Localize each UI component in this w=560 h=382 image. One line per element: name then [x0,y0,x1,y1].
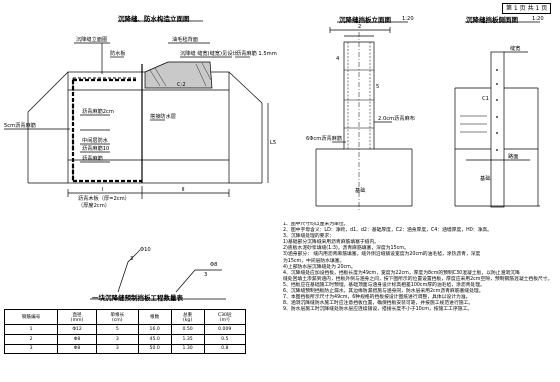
table-cell: 3 [3,343,59,355]
plate-label-0: 2.0cm沥青麻布 [378,116,415,122]
table-cell: 1.35 [170,333,205,345]
plate-label-5: 2 [358,24,362,30]
notes-block: 1、图中尺寸均以厘米为单位。 2、图中字母含义：LD：净跨，d1、d2：基础厚度… [283,222,555,313]
note-line: 缝处回填土渗漏到涵内，挡板外侧与涵身之间，按下图所示的位置设置挡板，厚度应采用2… [283,276,553,282]
elev-label-6: 中间层防水 [82,138,108,144]
table-header-4: 总重 (kg) [170,309,205,325]
table-cell: 0.50 [170,324,205,335]
table-title: 一块沉降缝预制挡板工程数量表 [92,294,183,302]
elev-label-14: 搭接防水层 [150,114,176,120]
table-cell: 1 [3,324,59,335]
plate-label-2: 基础 [355,188,366,194]
table-cell: 0.009 [203,324,247,335]
plate-elevation-scale: 1:20 [402,16,414,22]
plate-side-scale: 1:20 [532,16,544,22]
table-cell: Φ8 [57,333,97,345]
plate-side-title: 沉降缝挡板侧面图 [466,16,518,24]
note-line: 5、挡板应在基础施工时预埋，基础顶面与涵身设计标高相差100cm厚的油毛毡，涂沥… [283,282,485,288]
table-cell: 50.0 [137,343,172,355]
note-line: 9、防水层施工时沉降缝处防水层应连续铺设，搭接长度不小于10cm，按施工工序施工… [283,307,473,313]
note-line: 3、沉降缝处理的要求： [283,234,335,240]
table-header-0: 钢筋编号 [3,309,59,325]
elev-label-2: 防水板 [110,51,126,57]
table-cell: 16.0 [137,324,172,335]
note-line: 8、涵洞沉降缝防水施工时应注意挡板位置，确保挡板安装可靠，并按施工规范进行施工。 [283,301,474,307]
table-header-2: 单根长 (cm) [95,309,139,325]
page-counter: 第 1 页 共 1 页 [502,3,552,14]
table-cell: 3 [95,333,139,345]
table-cell: 2 [3,333,59,345]
note-line: 4)上部防水层沉降缝处为 20cm。 [283,264,356,270]
plate-label-3: 4 [336,56,340,62]
elev-label-0: 沉降缝立面图 [76,37,108,43]
table-row: 1 Φ12 5 16.0 0.50 0.009 [3,324,247,335]
note-line: 3)涵身部分： 缝内用沥青麻筋填塞，缝外侧沿缝铺设宽度为20cm的油毛毡，涂热沥… [283,252,481,258]
plate-label-1: 6Φcm沥青麻筋 [306,136,343,142]
elev-label-3: 沉降缝 缝宽(缝宽)见设计 [180,51,238,57]
side-label-0: 缝宽 [510,46,521,52]
table-row: 3 Φ8 3 50.0 1.30 0.8 [3,343,247,355]
note-line: 4、沉降缝处应加设挡板，挡板长度为49cm，宽度为22cm，厚度为8cm的预制C… [283,270,520,276]
elev-label-7: 沥青麻筋10 [82,146,110,152]
rebar-b-label: Φ8 [210,262,218,268]
elev-label-4: 5cm沥青麻筋 [4,123,36,129]
note-line: 1、图中尺寸均以厘米为单位。 [283,222,349,227]
elevation-title: 沉降缝、防水构造立面图 [118,15,190,23]
rebar-b-shape [175,269,222,293]
rebar-a-dim: 3 [130,256,134,262]
note-line: 1)基础部分沉降缝采用沥青麻筋填塞于缝内。 [283,240,380,246]
rebar-b-dim: 3 [204,272,208,278]
page-total: 共 1 页 [527,5,548,12]
table-cell: 1.30 [170,343,205,355]
table-header-5: C30砼 (m³) [203,309,247,325]
note-line: 2)底板水泥砂浆填缝(1:3)，沥青麻筋填塞，深度为15cm。 [283,246,409,252]
elev-label-10: （厚度2cm） [78,203,110,209]
side-label-2: 路面 [508,154,519,160]
elev-label-9: 沥青木板（厚=2cm） [78,196,130,202]
side-plate-outline [490,51,505,208]
page-number: 第 1 页 [506,5,526,12]
table-cell: 5 [95,324,139,335]
side-label-1: C1 [482,96,489,102]
elev-label-8: 沥青麻筋 [82,156,103,162]
note-line: 6、沉降缝预制挡板防止漏水，其边缘防漏措施与涵身同，防水层采用2cm沥青麻筋塞缝… [283,289,484,295]
elev-label-12: L5 [270,140,277,146]
table-cell: 0.5 [203,333,247,345]
table-header-3: 根数 [137,309,172,325]
elev-label-13: 沥青麻筋 1.5mm [236,51,277,57]
table-cell: 0.8 [203,343,247,355]
table-header-1: 直径 (mm) [57,309,97,325]
elev-label-15: Ⅰ [102,187,104,193]
plate-label-4: 5 [376,84,380,90]
note-line: 2、图中字母含义：LD：净跨，d1、d2：基础厚度，C2：涵身厚度，C4：涵墙厚… [283,228,492,234]
table-row: 2 Φ8 3 45.0 1.35 0.5 [3,333,247,345]
table-header-row: 钢筋编号 直径 (mm) 单根长 (cm) 根数 总重 (kg) C30砼 (m… [3,309,247,325]
elev-label-1: 油毛毡背面 [172,37,198,43]
elev-label-5: 沥青麻筋2cm [82,109,114,115]
elev-label-16: Ⅱ [182,187,185,193]
rebar-a-shape [117,249,141,293]
rebar-a-label: Φ10 [140,247,151,253]
side-label-3: 基础 [480,176,491,182]
table-cell: 45.0 [137,333,172,345]
table-cell: Φ12 [57,324,97,335]
quantity-table: 钢筋编号 直径 (mm) 单根长 (cm) 根数 总重 (kg) C30砼 (m… [3,309,247,355]
table-cell: 3 [95,343,139,355]
plate-elevation-title: 沉降缝挡板立面图 [339,16,391,24]
elev-label-11: C:2 [177,82,186,88]
note-line: 7、本图挡板所示尺寸为49cm，6种规格的挡板按设计图纸进行调整，具体以设计为准… [283,295,471,301]
table-cell: Φ8 [57,343,97,355]
note-line: 为15cm，中间层防水填塞。 [283,258,345,264]
culvert-outline [67,71,230,184]
